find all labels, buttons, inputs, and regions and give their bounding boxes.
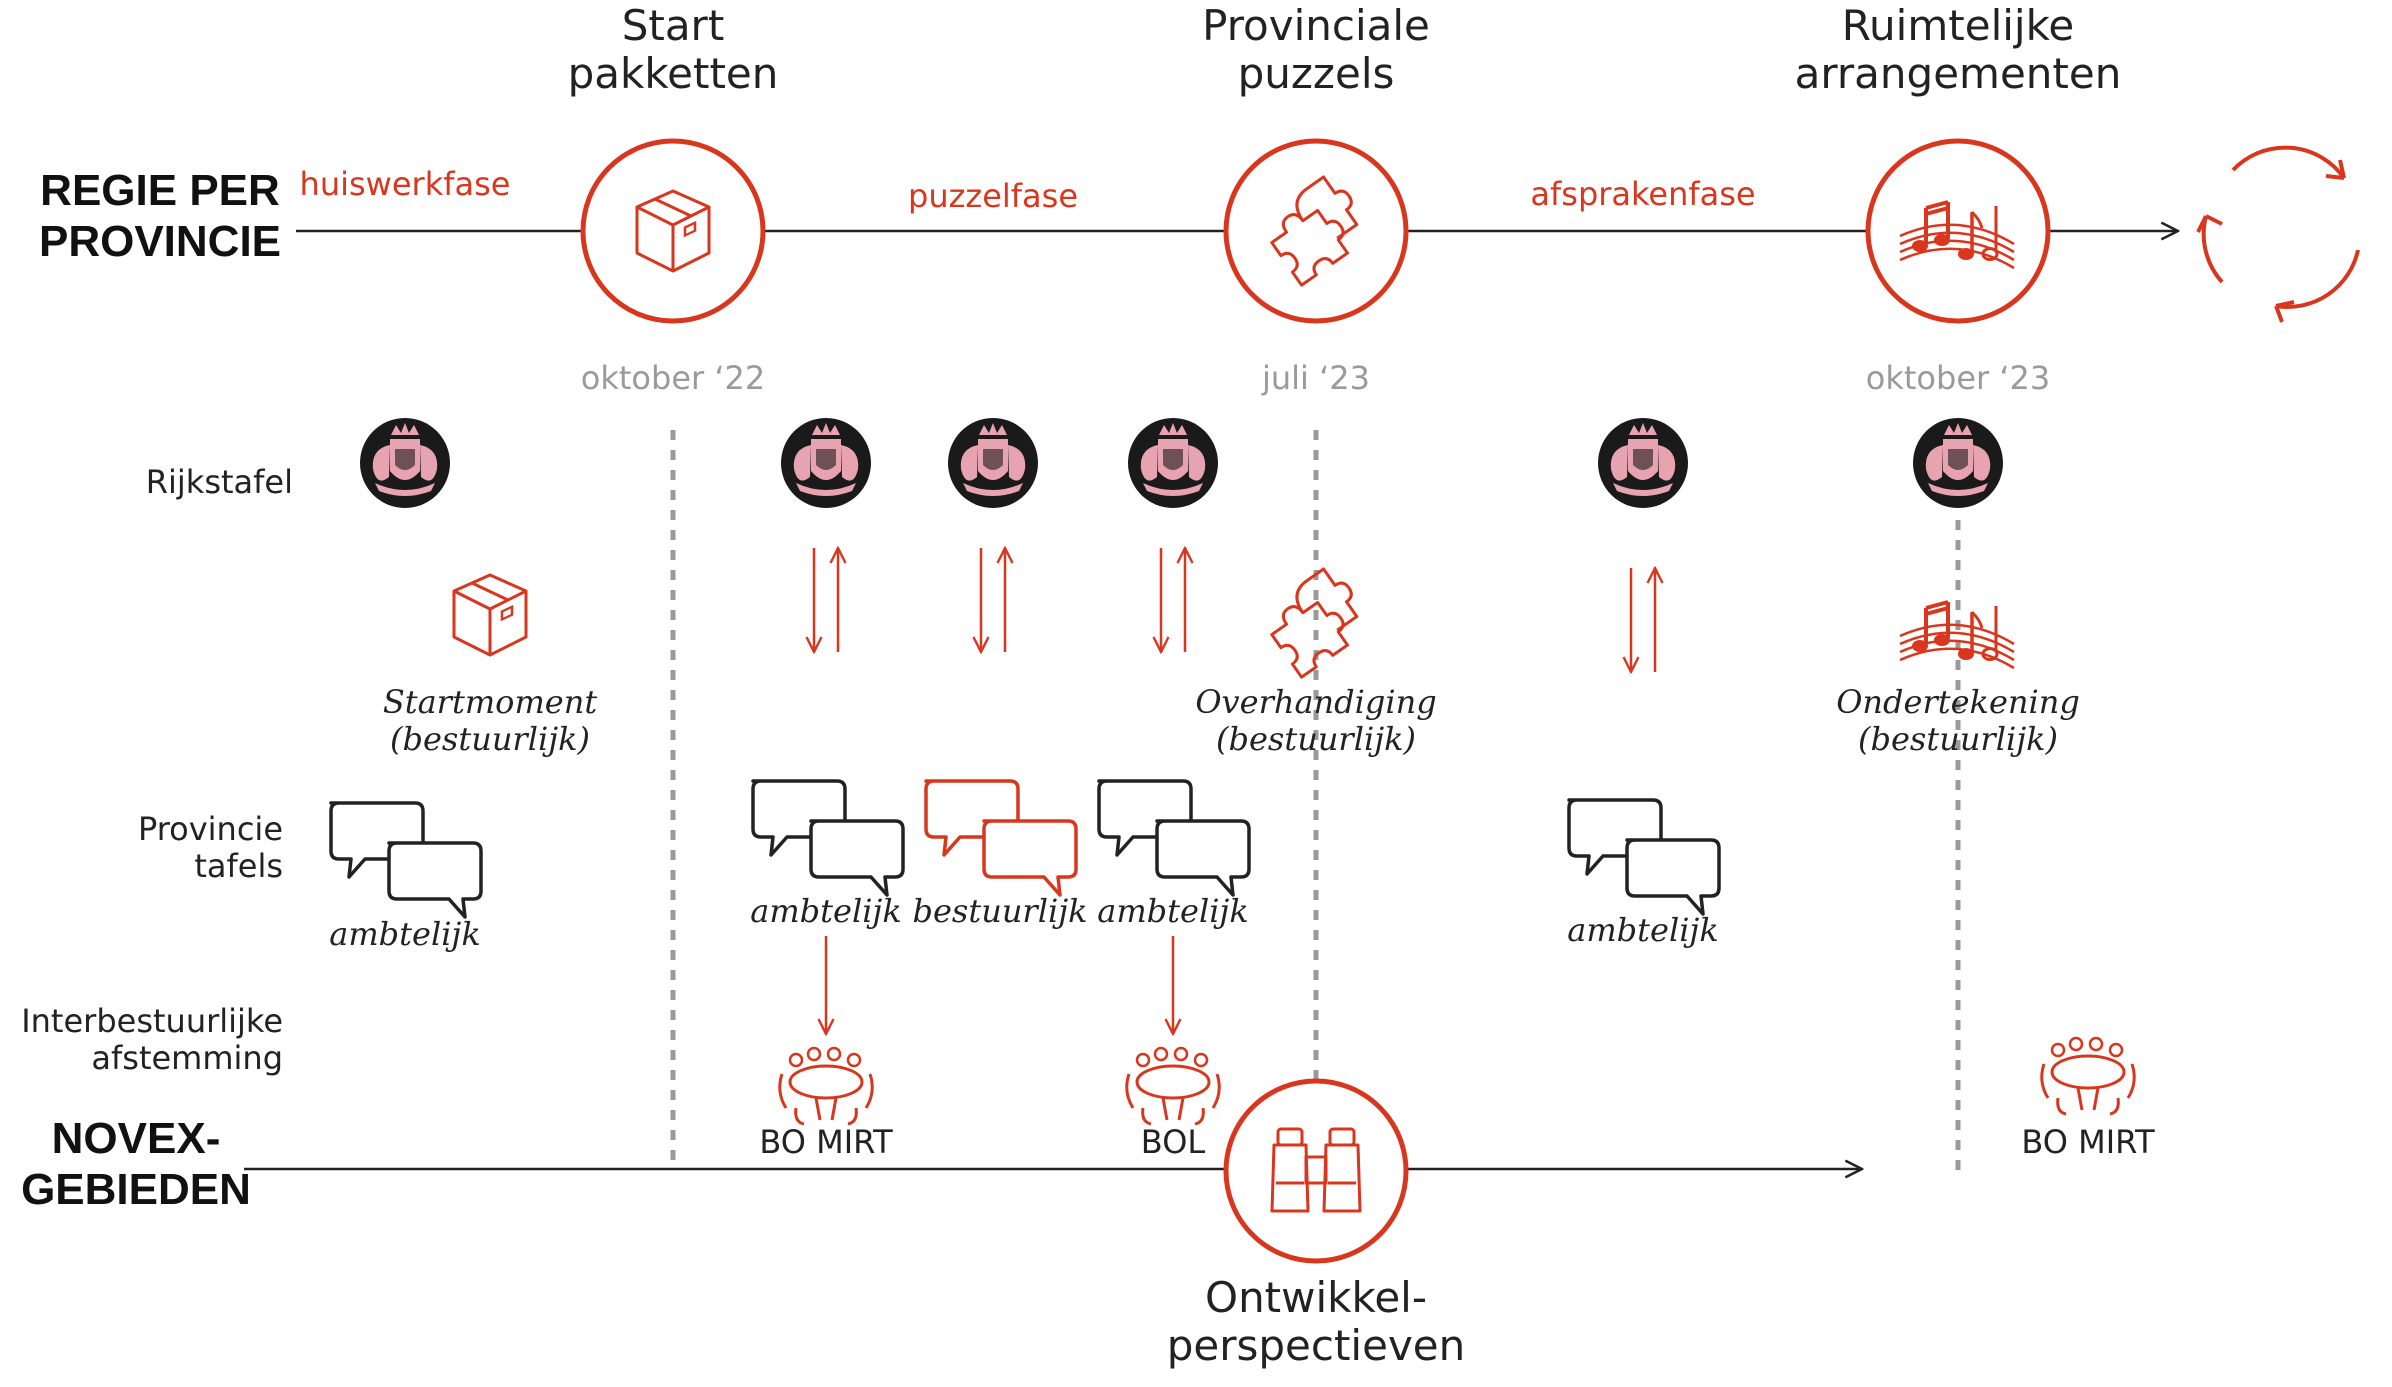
milestone-puzzels-title: Provinciale puzzels [1202, 1, 1430, 99]
box-icon [452, 573, 528, 657]
table-label: ambtelijk [1567, 911, 1719, 949]
music-notes-icon [1898, 600, 2016, 670]
table-label: bestuurlijk [912, 892, 1088, 930]
event-ondertekening: Ondertekening (bestuurlijk) [1836, 683, 2080, 758]
row-inter-label: Interbestuurlijke afstemming [21, 1002, 283, 1077]
event-overhandiging: Overhandiging (bestuurlijk) [1195, 683, 1437, 758]
track-regie-label: REGIE PER PROVINCIE [38, 166, 282, 266]
row-rijkstafel-label: Rijkstafel [145, 463, 293, 501]
milestone-puzzels-circle [1223, 138, 1409, 324]
royal-seal-icon [948, 418, 1038, 508]
event-startmoment: Startmoment (bestuurlijk) [382, 683, 598, 758]
royal-seal-icon [781, 418, 871, 508]
phase-huiswerk: huiswerkfase [299, 165, 511, 203]
track-novex-label: NOVEX- GEBIEDEN [21, 1114, 251, 1214]
table-label: ambtelijk [329, 915, 481, 953]
exchange-arrows-icon [981, 548, 1005, 652]
exchange-arrows-icon [1161, 548, 1185, 652]
phase-puzzel: puzzelfase [908, 177, 1078, 215]
speech-bubbles-icon [1567, 798, 1721, 916]
royal-seal-icon [360, 418, 450, 508]
meeting-table-icon [1125, 1046, 1221, 1126]
speech-bubbles-icon [329, 801, 483, 919]
milestone-start-title: Start pakketten [567, 1, 779, 99]
speech-bubbles-icon [924, 779, 1078, 897]
milestone-ontwikkel-circle [1223, 1078, 1409, 1264]
meeting-label: BO MIRT [759, 1123, 893, 1161]
phase-afspraken: afsprakenfase [1530, 175, 1756, 213]
speech-bubbles-icon [751, 779, 905, 897]
date-oktober-23: oktober ‘23 [1865, 359, 2051, 397]
meeting-label: BO MIRT [2021, 1123, 2155, 1161]
exchange-arrows-icon [1631, 568, 1655, 672]
exchange-arrows-icon [814, 548, 838, 652]
meeting-label: BOL [1140, 1123, 1206, 1161]
royal-seal-icon [1913, 418, 2003, 508]
royal-seal-icon [1598, 418, 1688, 508]
puzzle-icon [1256, 561, 1377, 679]
milestone-ontwikkel-title: Ontwikkel- perspectieven [1166, 1273, 1466, 1371]
date-oktober-22: oktober ‘22 [580, 359, 766, 397]
table-label: ambtelijk [750, 892, 902, 930]
royal-seal-icon [1128, 418, 1218, 508]
cycle-arrows-icon [2196, 145, 2360, 323]
milestone-start-circle [580, 138, 766, 324]
speech-bubbles-icon [1097, 779, 1251, 897]
date-juli-23: juli ‘23 [1261, 359, 1371, 397]
meeting-table-icon [2040, 1036, 2136, 1116]
row-provincie-label: Provincie tafels [137, 810, 283, 885]
milestone-arrangementen-circle [1865, 138, 2051, 324]
milestone-arrangementen-title: Ruimtelijke arrangementen [1794, 1, 2122, 99]
table-label: ambtelijk [1097, 892, 1249, 930]
meeting-table-icon [778, 1046, 874, 1126]
